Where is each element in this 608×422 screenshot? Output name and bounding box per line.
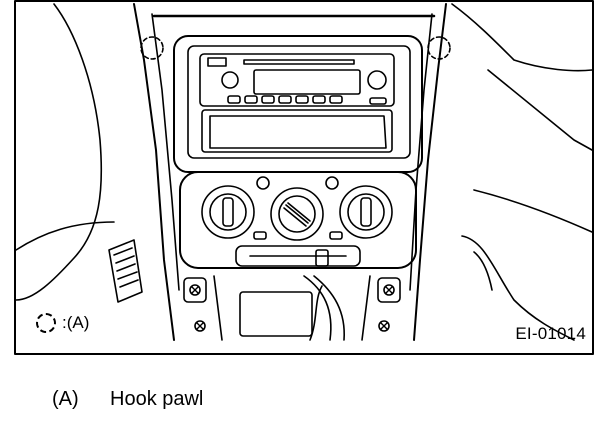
dashboard-left-curve <box>15 3 103 301</box>
storage-pocket <box>201 109 393 153</box>
screw-left-lower <box>194 320 206 332</box>
figure-id: EI-01014 <box>515 324 586 343</box>
screw-right-lower <box>378 320 390 332</box>
screw-left-upper <box>189 284 201 296</box>
console-left-edge <box>133 3 175 341</box>
lower-tray <box>239 291 313 337</box>
legend-text: :(A) <box>62 313 90 332</box>
radio-display <box>253 69 361 95</box>
climate-panel <box>179 171 417 269</box>
air-slider <box>235 245 361 267</box>
caption-text: Hook pawl <box>110 388 204 410</box>
caption: (A) Hook pawl <box>52 388 203 411</box>
frame-border <box>14 0 594 355</box>
console-right-edge <box>413 3 447 341</box>
radio-knob-right <box>367 70 387 90</box>
dashed-circle-icon <box>36 313 56 333</box>
illustration-frame: :(A) EI-01014 <box>14 0 594 356</box>
pedal <box>108 239 143 303</box>
radio-unit <box>199 53 395 107</box>
fan-knob <box>270 187 324 241</box>
caption-key: (A) <box>52 388 79 410</box>
hook-pawl-marker-right <box>427 36 451 60</box>
radio-knob-left <box>221 71 239 89</box>
center-console-illustration <box>14 0 594 355</box>
legend: :(A) <box>36 313 89 333</box>
temp-knob <box>201 185 255 239</box>
dashboard-right-curve <box>451 3 593 72</box>
mode-knob <box>339 185 393 239</box>
screw-right-upper <box>383 284 395 296</box>
hook-pawl-marker-left <box>140 36 164 60</box>
